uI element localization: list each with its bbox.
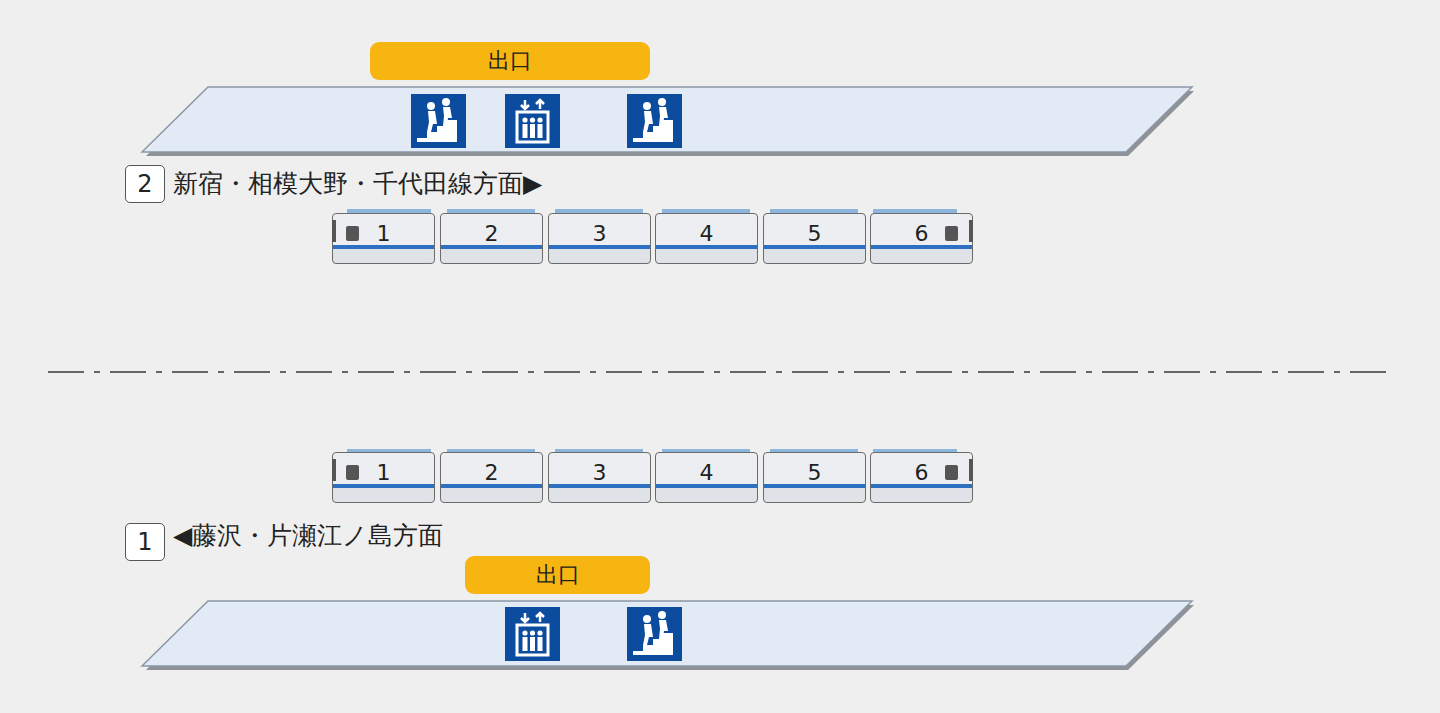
car-number: 6	[915, 460, 929, 485]
exit-sign: 出口	[465, 556, 650, 594]
car-number: 1	[332, 452, 435, 503]
car-number: 4	[655, 213, 758, 264]
car-number: 6	[870, 452, 973, 503]
direction-label: ◀藤沢・片瀬江ノ島方面	[173, 521, 443, 551]
car-number: 5	[808, 221, 822, 246]
track-number: 1	[125, 523, 165, 561]
exit-label: 出口	[488, 46, 532, 76]
car-number: 6	[870, 213, 973, 264]
exit-sign: 出口	[370, 42, 650, 80]
track-number: 1	[137, 528, 152, 556]
track-number: 2	[125, 165, 165, 203]
direction-label: 新宿・相模大野・千代田線方面▶	[173, 169, 542, 199]
car-number: 3	[548, 213, 651, 264]
track-number: 2	[137, 170, 152, 198]
car-number: 3	[593, 221, 607, 246]
car-number: 2	[440, 213, 543, 264]
car-number: 5	[808, 460, 822, 485]
car-number: 3	[548, 452, 651, 503]
car-number: 1	[377, 221, 391, 246]
car-number: 4	[700, 221, 714, 246]
car-number: 2	[485, 460, 499, 485]
car-number: 5	[763, 213, 866, 264]
car-number: 4	[700, 460, 714, 485]
car-number: 2	[485, 221, 499, 246]
car-number: 3	[593, 460, 607, 485]
car-number: 4	[655, 452, 758, 503]
car-number: 5	[763, 452, 866, 503]
car-number: 1	[377, 460, 391, 485]
car-number: 2	[440, 452, 543, 503]
car-number: 1	[332, 213, 435, 264]
car-number: 6	[915, 221, 929, 246]
exit-label: 出口	[536, 560, 580, 590]
